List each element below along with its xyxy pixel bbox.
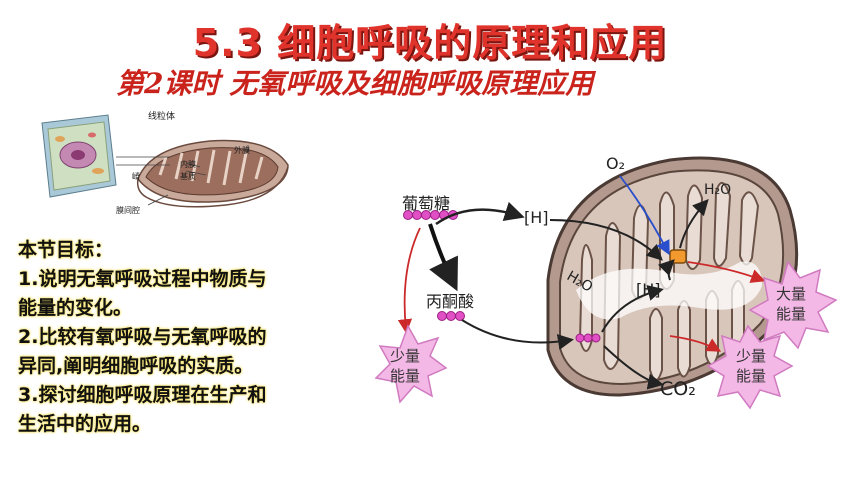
pyruvate-into-mito-arrow — [461, 319, 574, 350]
star-energy-large — [748, 260, 838, 350]
label-co2: CO₂ — [660, 378, 696, 400]
energy-small-arrow-1 — [397, 227, 421, 334]
label-h-1: [H] — [524, 208, 549, 227]
label-intermembrane-space: 膜间腔 — [116, 206, 140, 215]
glucose-to-pyruvate-arrow — [428, 223, 458, 292]
star-energy-small-1 — [374, 324, 448, 404]
label-outer-membrane: 外膜 — [234, 146, 250, 155]
slide-title: 5.3 细胞呼吸的原理和应用 — [192, 21, 668, 65]
label-inner-membrane: 内膜 — [180, 160, 196, 169]
atp-synthase-icon — [669, 249, 687, 264]
energy-large-arrow — [687, 261, 766, 283]
energy-small-arrow-2 — [669, 335, 722, 352]
respiration-diagram-svg — [374, 156, 838, 410]
pyruvate-to-h-arrow — [601, 285, 664, 333]
glucose-molecule — [403, 210, 458, 220]
oxygen-arrow — [619, 175, 670, 256]
energy-small-label-1: 少量 能量 — [390, 347, 421, 385]
objective-line-5: 3.探讨细胞呼吸原理在生产和 — [18, 384, 267, 406]
glucose-to-h-arrow — [435, 201, 525, 226]
figure-title-mitochondrion: 线粒体 — [148, 112, 176, 122]
label-oxygen: O₂ — [606, 154, 626, 173]
label-crista: 嵴 — [132, 172, 140, 181]
mitochondrion-illustration — [136, 139, 289, 208]
label-pyruvate: 丙酮酸 — [426, 292, 475, 311]
cell-figure-svg — [41, 114, 289, 208]
star-energy-small-2 — [706, 324, 794, 410]
energy-small-label-2: 少量 能量 — [736, 347, 767, 385]
cell-figure: 线粒体 外膜 内膜 基质 嵴 膜间腔 — [20, 105, 310, 220]
objective-line-4: 异同,阐明细胞呼吸的实质。 — [18, 355, 254, 377]
label-water-top: H₂O — [704, 182, 732, 198]
label-glucose: 葡萄糖 — [402, 194, 451, 213]
h-to-atp-arrow — [657, 259, 675, 281]
objective-line-3: 2.比较有氧呼吸与无氧呼吸的 — [18, 326, 267, 348]
h-to-matrix-arrow — [549, 219, 663, 261]
learning-objectives: 本节目标： 1.说明无氧呼吸过程中物质与 能量的变化。 2.比较有氧呼吸与无氧呼… — [18, 236, 358, 439]
pyruvate-in-mito — [575, 333, 601, 343]
label-h-2: [H] — [636, 280, 661, 299]
pyruvate-molecule — [437, 311, 465, 321]
respiration-diagram: 葡萄糖 丙酮酸 [H] [H] O₂ H₂O H₂O CO₂ 少量 能量 大量 … — [370, 140, 840, 440]
mitochondrion-diagram — [546, 156, 799, 397]
slide-subtitle: 第2课时 无氧呼吸及细胞呼吸原理应用 — [116, 67, 594, 100]
co2-arrow — [603, 345, 664, 390]
energy-large-label: 大量 能量 — [776, 285, 807, 323]
objectives-heading: 本节目标： — [18, 239, 114, 261]
objective-line-6: 生活中的应用。 — [18, 413, 152, 435]
objective-line-2: 能量的变化。 — [18, 297, 133, 319]
water-formation-arrow — [679, 199, 709, 249]
label-matrix: 基质 — [180, 172, 196, 181]
objective-line-1: 1.说明无氧呼吸过程中物质与 — [18, 268, 267, 290]
cell-illustration — [41, 114, 117, 198]
